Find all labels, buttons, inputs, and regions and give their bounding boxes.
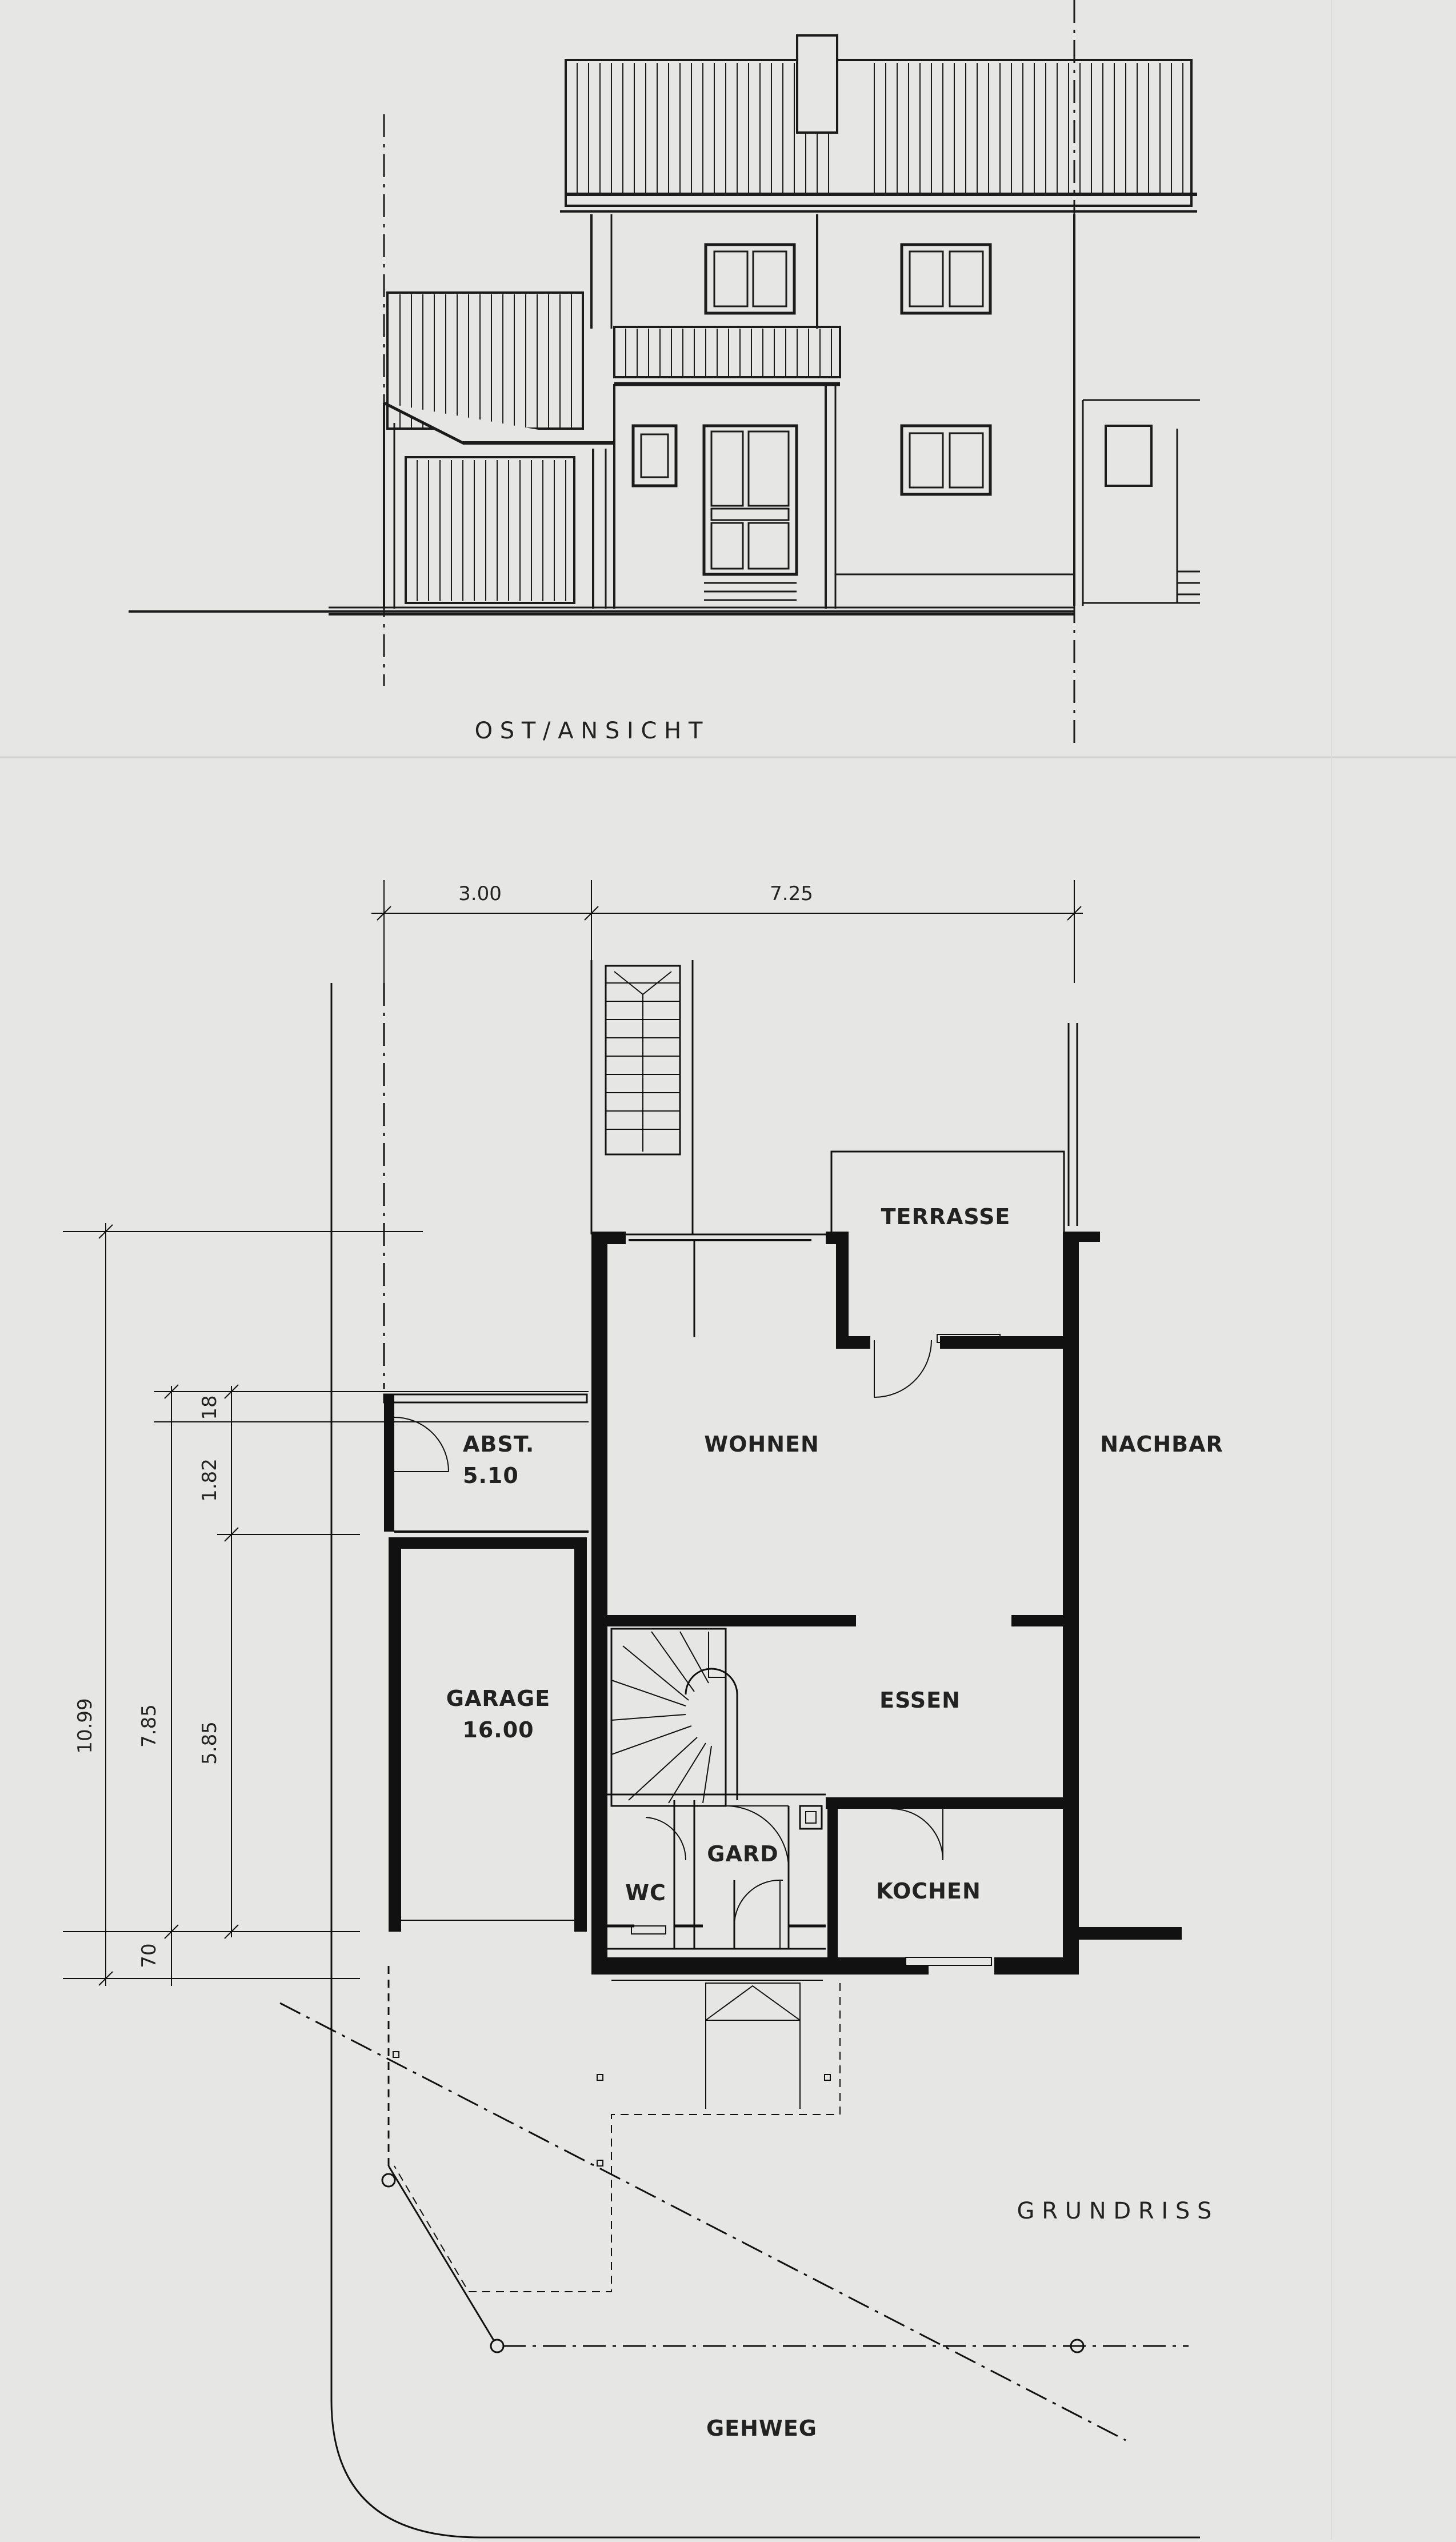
room-label-wc: WC: [625, 1880, 666, 1905]
floor-plan: [63, 880, 1200, 2539]
plan-title: G R U N D R I S S: [1017, 2198, 1212, 2224]
terrace: [629, 1150, 1065, 1241]
dim-width-garage: 3.00: [458, 882, 502, 905]
room-label-kochen: KOCHEN: [876, 1878, 981, 1904]
dim-depth-70: 70: [138, 1943, 161, 1968]
room-label-nachbar: NACHBAR: [1100, 1432, 1223, 1457]
dim-depth-182: 1.82: [198, 1458, 221, 1502]
dim-total-depth: 10.99: [74, 1698, 97, 1753]
room-label-wohnen: WOHNEN: [704, 1432, 819, 1457]
dim-depth-585: 5.85: [198, 1721, 221, 1765]
house-walls: [591, 1232, 1182, 1975]
room-area-abst: 5.10: [463, 1463, 519, 1488]
entry-steps: [394, 1980, 841, 2292]
room-label-gard: GARD: [707, 1841, 778, 1866]
main-roof: [560, 34, 1197, 213]
elevation-title: O S T / A N S I C H T: [475, 718, 703, 744]
room-label-abst: ABST.: [463, 1432, 534, 1457]
dim-depth-18: 18: [198, 1395, 221, 1420]
left-dimensions: [63, 1223, 589, 1986]
garage-block: [383, 1393, 589, 1932]
room-label-terrasse: TERRASSE: [881, 1204, 1011, 1229]
room-area-garage: 16.00: [462, 1717, 534, 1742]
dim-depth-785: 7.85: [138, 1704, 161, 1748]
room-label-essen: ESSEN: [879, 1688, 961, 1713]
dim-width-house: 7.25: [770, 882, 813, 905]
label-gehweg: GEHWEG: [706, 2416, 817, 2441]
east-elevation: [129, 0, 1200, 749]
room-label-garage: GARAGE: [446, 1686, 550, 1711]
interior-walls: [607, 1233, 1001, 1966]
exterior-stair: [590, 960, 694, 1234]
